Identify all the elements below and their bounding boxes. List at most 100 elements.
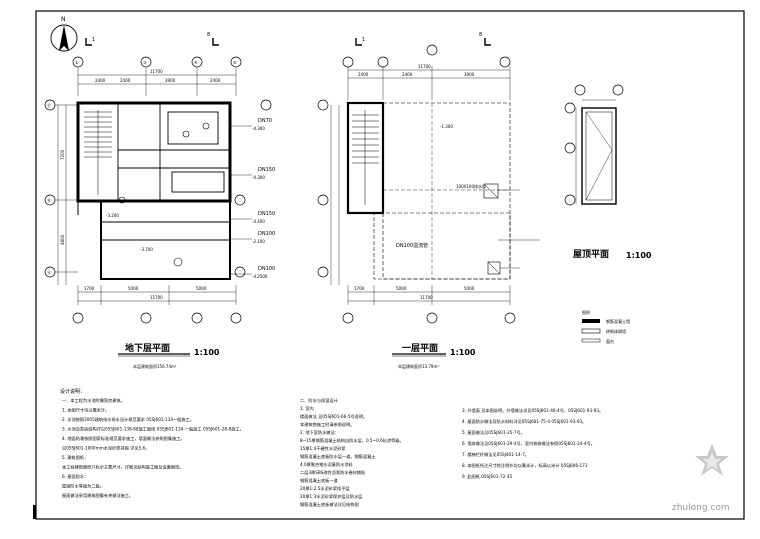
basement-elev-2: -4.300 [252,175,265,180]
watermark-text: zhulong.com [672,503,730,513]
note-line: 5. 建筑图纸： [62,454,88,461]
legend: 图例 钢筋混凝土墙 砖砌体隔墙 窗台 [581,309,630,344]
basement-elev-1: -4.300 [252,126,265,131]
basement-pipe-dn70: DN70 [258,118,272,124]
basement-top-dim-4: 2400 [210,78,221,83]
legend-item-concrete: 钢筋混凝土墙 [606,318,630,324]
note-line: 4. 地面防潮按照国家标准规范要求施工，墙面做法参照图集施工。 [62,435,185,442]
note-line: 钢筋混凝土底板防水层一道，钢筋混凝土 [300,453,375,460]
note-line: 本建筑物施工时请参照说明。 [300,421,354,428]
basement-pipe-dn100a: DN100 [258,231,275,237]
ground-title: 一层平面 [402,343,438,354]
basement-pipe-dn100b: DN100 [258,266,275,272]
note-line: 2. 水池按照2005建筑给水排水设计规范要求 05SJ601-134一般施工。 [62,416,194,423]
basement-left-dim-2: 4800 [60,234,65,245]
ground-overall-dim: 11700 [418,64,431,69]
basement-bottom-overall: 11700 [150,295,163,300]
basement-left-dim-1: 7200 [60,149,65,160]
ground-bottom-dim-2: 5000 [396,286,407,291]
ground-overflow-label: DN100溢流管 [396,242,428,249]
basement-top-dim-2: 2400 [120,78,131,83]
roof-title: 屋顶平面 [573,249,609,260]
note-line: 1. 室内 [300,405,314,412]
ground-bottom-dim-3: 5000 [464,286,475,291]
note-line: 见05SJ601-1000mm水泥砂浆抹面 详见5,6。 [62,445,149,452]
note-line: 楼面做法 见05SJ601-66-5号说明。 [300,413,367,420]
note-line: 3. 水池及泵房结构详见05SJ601-138-68施工图纸 05SJ601-1… [62,426,244,433]
ground-top-dim-1: 2400 [358,72,369,77]
basement-area-note: 本层建筑面积156.74m² [133,363,177,369]
basement-elev-6: -3.200 [106,213,119,218]
basement-elev-3: -4.400 [252,219,265,224]
ground-top-dim-3: 3900 [464,72,475,77]
roof-plan: 屋顶平面 1:100 [564,84,652,260]
design-notes: 设计说明： 一、本工程为水池附属泵房建筑。 1. 本图尺寸均以毫米计。 2. 水池按… [60,388,603,508]
note-line: 4.0厚聚合物水泥基防水涂料 [300,461,354,468]
basement-elev-7: -3.700 [140,247,153,252]
basement-plan: ① ③ ④ ⑤ 11700 2400 2400 3900 2400 Ⓔ Ⓑ Ⓐ … [44,56,275,369]
section-label-3: 1 [362,37,365,43]
ground-bottom-overall: 11700 [420,295,433,300]
basement-scale: 1:100 [194,348,220,357]
roof-scale: 1:100 [626,251,652,260]
ground-bottom-dim-1: 1700 [354,286,365,291]
axis-top-1: ① [75,60,79,65]
basement-bottom-dim-2: 5000 [128,286,139,291]
axis-left-e: Ⓔ [47,102,51,108]
note-line: 1. 本图尺寸均以毫米计。 [62,407,109,414]
legend-swatch-brick [581,328,601,334]
note-line: 4. 屋面防水做法及防水材料详见05SJ601-75-4 05SJ601-93-… [462,418,586,425]
basement-bottom-dim-1: 1700 [84,286,95,291]
zhulong-logo-icon [695,444,729,476]
notes-column-1: 一、本工程为水池附属泵房建筑。 1. 本图尺寸均以毫米计。 2. 水池按照2005建… [62,397,244,499]
ground-elev-label: -1.300 [440,124,453,129]
section-label-1: 1 [92,37,95,43]
ground-top-dim-2: 2400 [402,72,413,77]
notes-title: 设计说明： [60,388,85,395]
note-line: 6. 屋面防水： [62,473,88,480]
note-line: 二、防水与保温设计 [300,397,338,404]
axis-top-3: ③ [143,60,147,65]
section-label-4: 8 [479,32,482,38]
note-line: 屋面做法采用建筑图集有关做法施工。 [62,492,133,499]
note-line: 15厚1:4干硬性水泥砂浆 [300,445,346,452]
ground-area-note: 本层建筑面积13.79m² [398,363,439,369]
axis-left-b: Ⓑ [47,197,51,203]
north-label: N [61,16,66,23]
note-line: 8~15厚钢筋混凝土结构自防水层，0.5~0.6抗渗等级。 [300,437,404,444]
note-line: 20厚1:3水泥砂浆保护层及防水层 [300,493,362,500]
note-line: 2. 地下室防水做法： [300,429,339,436]
note-line: 20厚1:2.5水泥砂浆找平层 [300,485,350,492]
legend-item-brick: 砖砌体隔墙 [606,328,626,334]
north-arrow-icon: N [50,16,78,52]
legend-title: 图例 [582,309,590,315]
note-line: 二层3厚SBS改性沥青防水卷材铺贴 [300,469,365,476]
note-line: 6. 墙体做法见05SJ601-29-4号，室内装修做法参照05SJ601-24… [462,440,595,447]
note-line: 钢筋混凝土底板一道 [300,477,339,484]
legend-item-sill: 窗台 [606,338,614,344]
sheet-border [35,10,745,520]
basement-pipe-dn150a: DN150 [258,167,275,173]
sheet-edge-mark [33,505,36,519]
axis-bubbles-top [72,56,242,68]
legend-swatch-sill [581,338,601,343]
basement-elev-5: -4.2500 [252,274,268,279]
note-line: 8. 本图纸所注尺寸除注明外均以毫米计，标高以米计 05SJ806-173 [462,462,588,469]
ground-scale: 1:100 [450,348,476,357]
note-line: 屋面防水等级为二级。 [62,483,104,490]
basement-elev-4: -2.100 [252,239,265,244]
axis-left-a: Ⓐ [47,269,51,275]
note-line: 本工程建筑图纸只标示主要尺寸，详细见结构施工图及设备图纸。 [62,464,183,471]
basement-bottom-dim-3: 5000 [196,286,207,291]
basement-title: 地下层平面 [125,342,170,354]
basement-pipe-dn150b: DN150 [258,211,275,217]
basement-overall-dim: 11700 [150,69,163,74]
note-line: 7. 楼梯栏杆做法见05SJ401-14-7。 [462,451,529,458]
note-line: 一、本工程为水池附属泵房建筑。 [62,397,125,404]
basement-top-dim-1: 2400 [95,78,106,83]
legend-swatch-concrete [582,319,600,323]
ground-drain-label: 100X100排水口 [456,183,486,189]
note-line: 钢筋混凝土底板做法详见结构图 [300,501,359,508]
axis-top-4: ④ [194,60,198,65]
